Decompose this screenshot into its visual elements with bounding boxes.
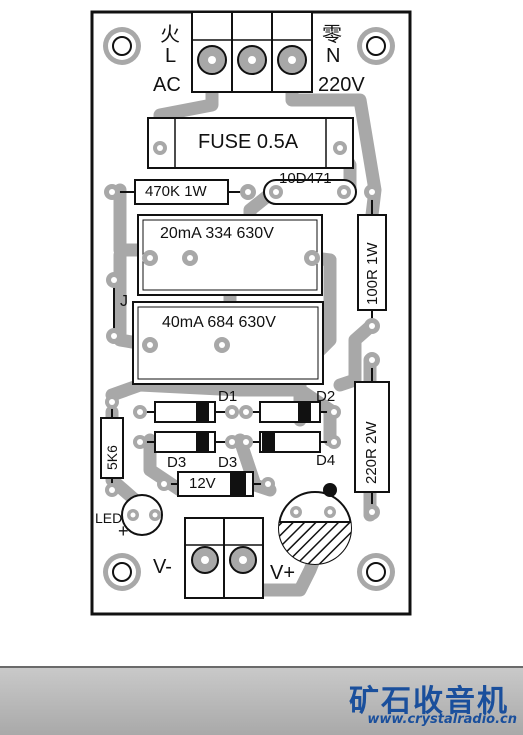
led-plus-label: +	[118, 521, 129, 541]
ac-terminal-block	[191, 11, 313, 93]
resistor-100r	[357, 184, 387, 334]
resistor-100r-label: 100R 1W	[364, 242, 381, 305]
watermark-footer: 矿石收音机 www.crystalradio.cn	[0, 666, 523, 735]
ac-label: AC	[153, 74, 181, 96]
capacitor-684-label: 40mA 684 630V	[162, 314, 276, 331]
v-minus-label: V-	[153, 556, 172, 578]
resistor-470k-label: 470K 1W	[145, 183, 207, 200]
led-label: LED	[95, 510, 123, 526]
v-plus-label: V+	[270, 562, 296, 584]
resistor-5k6	[100, 395, 124, 497]
jumper-label: J	[120, 293, 128, 310]
resistor-220r	[354, 352, 390, 520]
d3b-label: D3	[218, 454, 238, 471]
website-link[interactable]: www.crystalradio.cn	[367, 712, 517, 727]
zener-label: 12V	[189, 475, 216, 492]
live-cn-label: 火	[160, 22, 180, 46]
zener-diode	[157, 471, 275, 497]
diode-d1	[133, 401, 239, 423]
capacitor-334-label: 20mA 334 630V	[160, 225, 274, 242]
dc-terminal-block	[184, 517, 264, 599]
mounting-holes	[103, 27, 395, 591]
capacitor-334	[137, 214, 323, 296]
varistor	[263, 179, 357, 205]
d4-label: D4	[316, 452, 336, 469]
voltage-in-label: 220V	[318, 74, 365, 96]
resistor-220r-label: 220R 2W	[363, 421, 380, 484]
fuse-holder	[147, 117, 354, 169]
neutral-cn-label: 零	[322, 22, 342, 46]
brand-logo-text: 矿石收音机	[349, 684, 509, 719]
neutral-label: N	[326, 45, 341, 67]
d3a-label: D3	[167, 454, 187, 471]
diode-d2	[239, 401, 341, 423]
diode-d4	[239, 431, 341, 453]
live-label: L	[165, 45, 177, 67]
led	[121, 494, 163, 536]
varistor-label: 10D471	[279, 170, 332, 187]
resistor-470k	[104, 179, 256, 205]
jumper-j	[106, 272, 122, 344]
resistor-5k6-label: 5K6	[104, 445, 120, 470]
capacitor-684	[132, 301, 324, 385]
diode-d3	[133, 431, 239, 453]
d2-label: D2	[316, 388, 336, 405]
d1-label: D1	[218, 388, 238, 405]
fuse-label: FUSE 0.5A	[198, 131, 299, 153]
